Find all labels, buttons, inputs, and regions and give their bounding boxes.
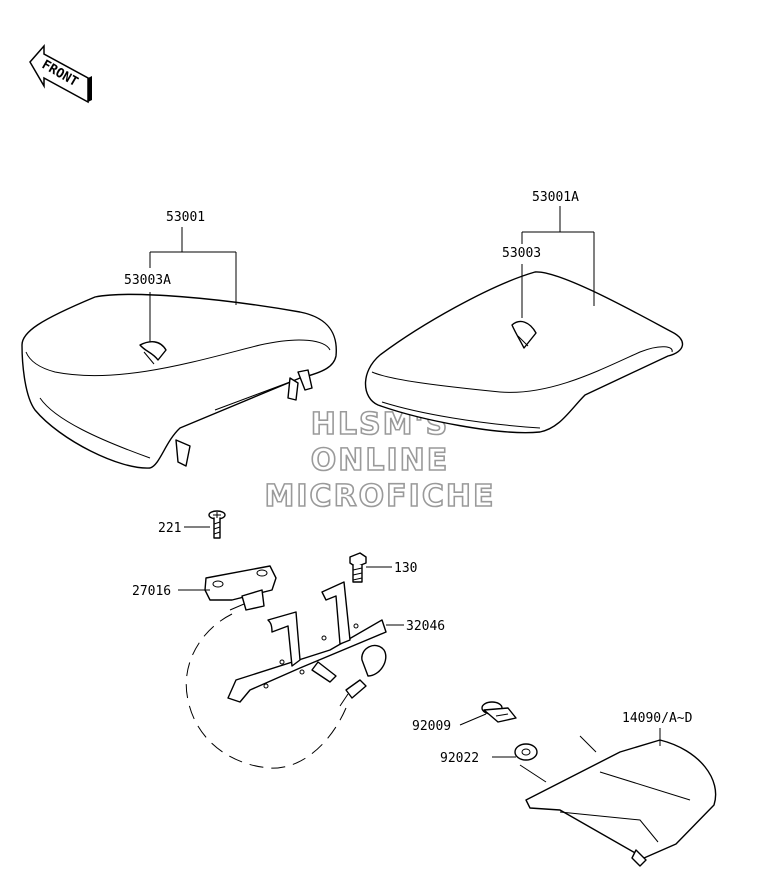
label-92009: 92009 [412, 719, 451, 734]
washer-92022 [514, 743, 538, 761]
rear-seat-53001A [364, 271, 684, 434]
cover-14090 [525, 739, 717, 867]
holder-27016 [185, 565, 347, 769]
label-32046: 32046 [406, 619, 445, 634]
label-53003A: 53003A [124, 273, 171, 288]
front-arrow-icon: FRONT [29, 44, 92, 104]
bolt-92009 [481, 701, 517, 723]
front-seat-53001 [21, 293, 337, 469]
label-53003: 53003 [502, 246, 541, 261]
label-53001: 53001 [166, 210, 205, 225]
part-labels: 53001 53003A 53001A 53003 221 27016 130 … [124, 190, 693, 766]
watermark-line-2: ONLINE [311, 443, 450, 478]
bracket-32046 [227, 581, 387, 707]
label-130: 130 [394, 561, 417, 576]
screw-221 [208, 510, 226, 539]
label-27016: 27016 [132, 584, 171, 599]
bolt-130 [349, 552, 367, 583]
watermark-line-3: MICROFICHE [265, 479, 496, 514]
label-14090: 14090/A~D [622, 711, 693, 726]
label-221: 221 [158, 521, 181, 536]
leader-lines [149, 206, 661, 783]
label-92022: 92022 [440, 751, 479, 766]
label-53001A: 53001A [532, 190, 579, 205]
